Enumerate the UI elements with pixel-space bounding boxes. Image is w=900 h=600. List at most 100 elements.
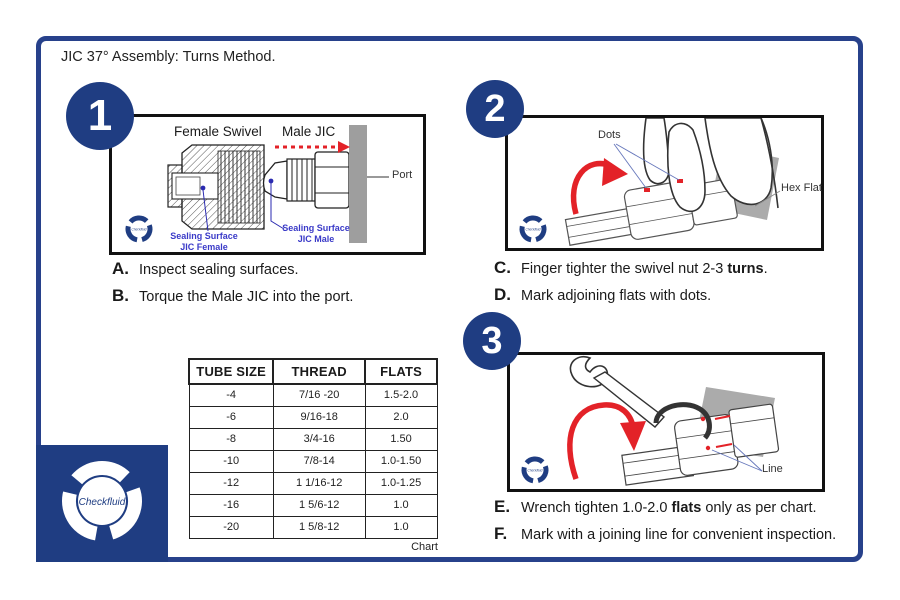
female-swivel-label: Female Swivel bbox=[174, 124, 262, 139]
table-cell: -4 bbox=[188, 383, 274, 407]
step-2-instructions: C. Finger tighter the swivel nut 2-3 tur… bbox=[494, 258, 768, 312]
table-cell: 3/4-16 bbox=[272, 427, 366, 451]
table-cell: 1.5-2.0 bbox=[364, 383, 438, 407]
instruction-letter: D. bbox=[494, 285, 511, 304]
insert-direction-arrow-icon bbox=[275, 141, 350, 153]
line-mark bbox=[715, 443, 733, 448]
line-pointer bbox=[733, 444, 763, 472]
instruction-letter: E. bbox=[494, 497, 511, 516]
table-cell: -20 bbox=[188, 515, 274, 539]
step-1-instructions: A. Inspect sealing surfaces. B. Torque t… bbox=[112, 259, 353, 313]
male-jic-label: Male JIC bbox=[282, 124, 336, 139]
checkfluid-logo-mini-icon: Checkfluid bbox=[125, 215, 153, 243]
checkfluid-logo: Checkfluid bbox=[36, 445, 168, 562]
column-header-thread: THREAD bbox=[272, 358, 367, 385]
svg-text:Checkfluid: Checkfluid bbox=[528, 468, 543, 472]
table-cell: -16 bbox=[188, 493, 274, 517]
table-cell: 1 5/8-12 bbox=[272, 515, 366, 539]
fitting-cross-section-illustration: Checkfluid bbox=[125, 125, 389, 243]
fitting-illustration bbox=[621, 403, 780, 486]
table-cell: -8 bbox=[188, 427, 274, 451]
male-jic-illustration bbox=[262, 151, 350, 230]
dot-mark bbox=[700, 416, 706, 422]
dots-pointer-line bbox=[615, 143, 680, 181]
svg-text:Checkfluid: Checkfluid bbox=[132, 227, 147, 231]
table-cell: 1.0 bbox=[364, 515, 438, 539]
step-3-badge: 3 bbox=[463, 312, 521, 370]
checkfluid-logo-mini-icon: Checkfluid bbox=[521, 456, 549, 484]
table-cell: 1 5/6-12 bbox=[272, 493, 366, 517]
line-mark bbox=[714, 415, 731, 420]
line-label: Line bbox=[762, 463, 783, 475]
step-2-number: 2 bbox=[484, 87, 506, 130]
column-header-flats: FLATS bbox=[364, 358, 438, 385]
instruction-text: Inspect sealing surfaces. bbox=[139, 262, 299, 278]
table-cell: 2.0 bbox=[364, 405, 438, 429]
hand-illustration bbox=[642, 118, 779, 213]
table-header-row: TUBE SIZE THREAD FLATS bbox=[187, 358, 438, 385]
checkfluid-logo-mini-icon: Checkfluid bbox=[519, 215, 547, 243]
table-cell: 1.50 bbox=[364, 427, 438, 451]
column-header-tube-size: TUBE SIZE bbox=[187, 358, 275, 385]
port-label: Port bbox=[392, 169, 413, 181]
port-wall bbox=[349, 125, 367, 243]
instruction-b: B. Torque the Male JIC into the port. bbox=[112, 286, 353, 306]
instruction-letter: A. bbox=[112, 259, 129, 278]
table-cell: 7/8-14 bbox=[272, 449, 366, 473]
step-3-panel: Checkfluid Line bbox=[507, 352, 825, 492]
instruction-c: C. Finger tighter the swivel nut 2-3 tur… bbox=[494, 258, 768, 278]
instruction-text: Torque the Male JIC into the port. bbox=[139, 289, 354, 305]
table-caption: Chart bbox=[411, 541, 438, 553]
dots-pointer-line bbox=[613, 143, 647, 189]
wrench-tighten-illustration: Checkfluid bbox=[521, 356, 780, 486]
table-cell: 1.0 bbox=[364, 493, 438, 517]
dots-label: Dots bbox=[598, 129, 621, 141]
step-3-number: 3 bbox=[481, 319, 503, 362]
flat-dot-mark bbox=[677, 179, 683, 183]
instruction-text: Wrench tighten 1.0-2.0 flats only as per… bbox=[521, 500, 817, 516]
page-title: JIC 37° Assembly: Turns Method. bbox=[61, 49, 276, 65]
instruction-text: Mark adjoining flats with dots. bbox=[521, 288, 712, 304]
sealing-surface-male-label: Sealing Surface JIC Male bbox=[282, 223, 350, 244]
instruction-d: D. Mark adjoining flats with dots. bbox=[494, 285, 768, 305]
hex-flat-pointer-line bbox=[754, 190, 781, 207]
fitting-illustration bbox=[564, 178, 738, 246]
svg-text:Checkfluid: Checkfluid bbox=[526, 227, 541, 231]
instruction-letter: B. bbox=[112, 286, 129, 305]
instruction-letter: C. bbox=[494, 258, 511, 277]
instruction-text: Mark with a joining line for convenient … bbox=[521, 527, 837, 543]
table-cell: -10 bbox=[188, 449, 274, 473]
step-3-instructions: E. Wrench tighten 1.0-2.0 flats only as … bbox=[494, 497, 836, 551]
flat-dot-mark bbox=[644, 188, 650, 192]
instruction-text: Finger tighter the swivel nut 2-3 turns. bbox=[521, 261, 768, 277]
step-2-panel: Checkfluid Dots Hex Flat bbox=[505, 115, 824, 251]
table-cell: -6 bbox=[188, 405, 274, 429]
step-2-badge: 2 bbox=[466, 80, 524, 138]
table-cell: -12 bbox=[188, 471, 274, 495]
female-swivel-illustration bbox=[167, 144, 265, 232]
checkfluid-logo-text: Checkfluid bbox=[79, 497, 126, 508]
instruction-e: E. Wrench tighten 1.0-2.0 flats only as … bbox=[494, 497, 836, 517]
checkfluid-pinwheel-icon: Checkfluid bbox=[62, 461, 142, 541]
rotate-arrow-icon bbox=[567, 402, 646, 480]
sealing-surface-female-label: Sealing Surface JIC Female bbox=[170, 231, 238, 252]
instruction-a: A. Inspect sealing surfaces. bbox=[112, 259, 353, 279]
instruction-f: F. Mark with a joining line for convenie… bbox=[494, 524, 836, 544]
table-cell: 1.0-1.50 bbox=[364, 449, 438, 473]
line-pointer bbox=[711, 449, 763, 472]
finger-tighten-illustration: Checkfluid bbox=[519, 118, 781, 246]
step-1-number: 1 bbox=[87, 91, 113, 140]
wrench-illustration bbox=[569, 356, 712, 440]
rotate-arrow-icon bbox=[570, 158, 628, 215]
table-cell: 1.0-1.25 bbox=[364, 471, 438, 495]
instruction-letter: F. bbox=[494, 524, 508, 543]
